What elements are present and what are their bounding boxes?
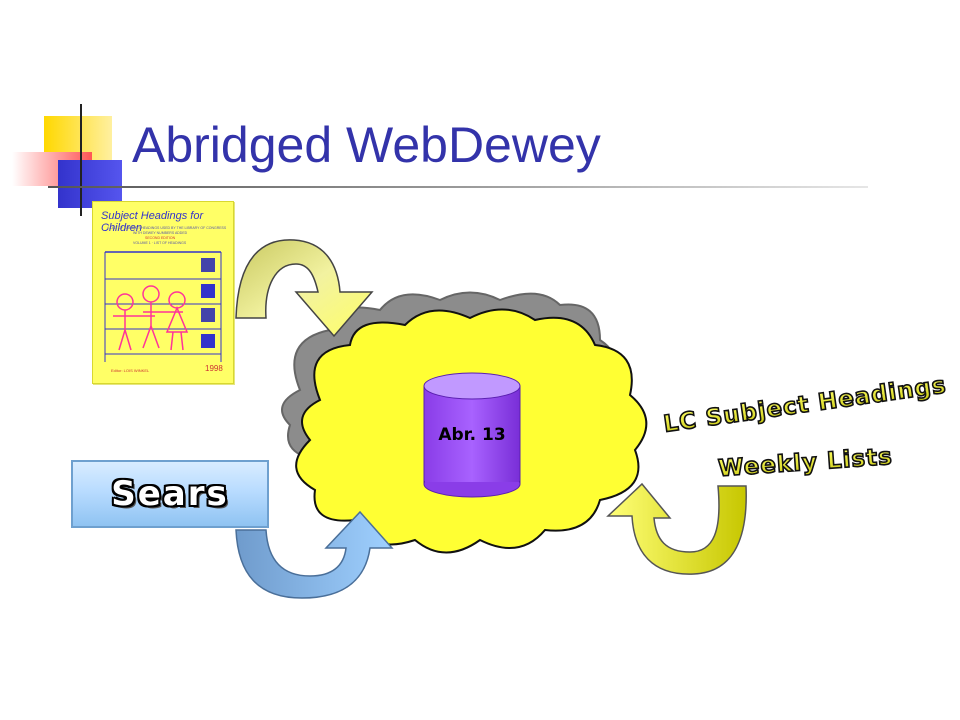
book-editor: Editor: LOIS WINKEL	[111, 368, 150, 373]
book-year: 1998	[205, 364, 223, 373]
page-title: Abridged WebDewey	[132, 117, 601, 173]
sears-label: Sears	[111, 474, 229, 514]
lc-label-line2: Weekly Lists	[717, 444, 893, 482]
book-subtitle-line: SECOND EDITION	[145, 236, 176, 240]
lc-to-cloud-arrow	[606, 482, 747, 575]
corner-vertical-line	[80, 104, 82, 216]
title-divider	[48, 186, 868, 188]
database-cylinder	[423, 372, 521, 498]
database-label: Abr. 13	[438, 425, 505, 445]
book-title: Subject Headings for Children	[101, 210, 204, 234]
book-cover: Subject Headings for Children A LIST OF …	[92, 201, 234, 384]
sears-box: Sears	[71, 460, 269, 528]
sears-to-cloud-arrow	[235, 510, 394, 599]
book-to-cloud-arrow	[235, 239, 374, 338]
corner-blue-block	[58, 160, 122, 208]
book-illustration	[104, 251, 222, 362]
corner-decoration	[0, 0, 130, 220]
book-subtitle-line: VOLUME 1 · LIST OF HEADINGS	[133, 241, 187, 245]
book-subtitle-line: WITH DEWEY NUMBERS ADDED	[133, 231, 188, 235]
book-subtitle-line: A LIST OF SUBJECT HEADINGS USED BY THE L…	[107, 226, 227, 230]
lc-label-line1: LC Subject Headings	[662, 372, 948, 437]
lc-wordart: LC Subject Headings Weekly Lists	[661, 372, 949, 483]
